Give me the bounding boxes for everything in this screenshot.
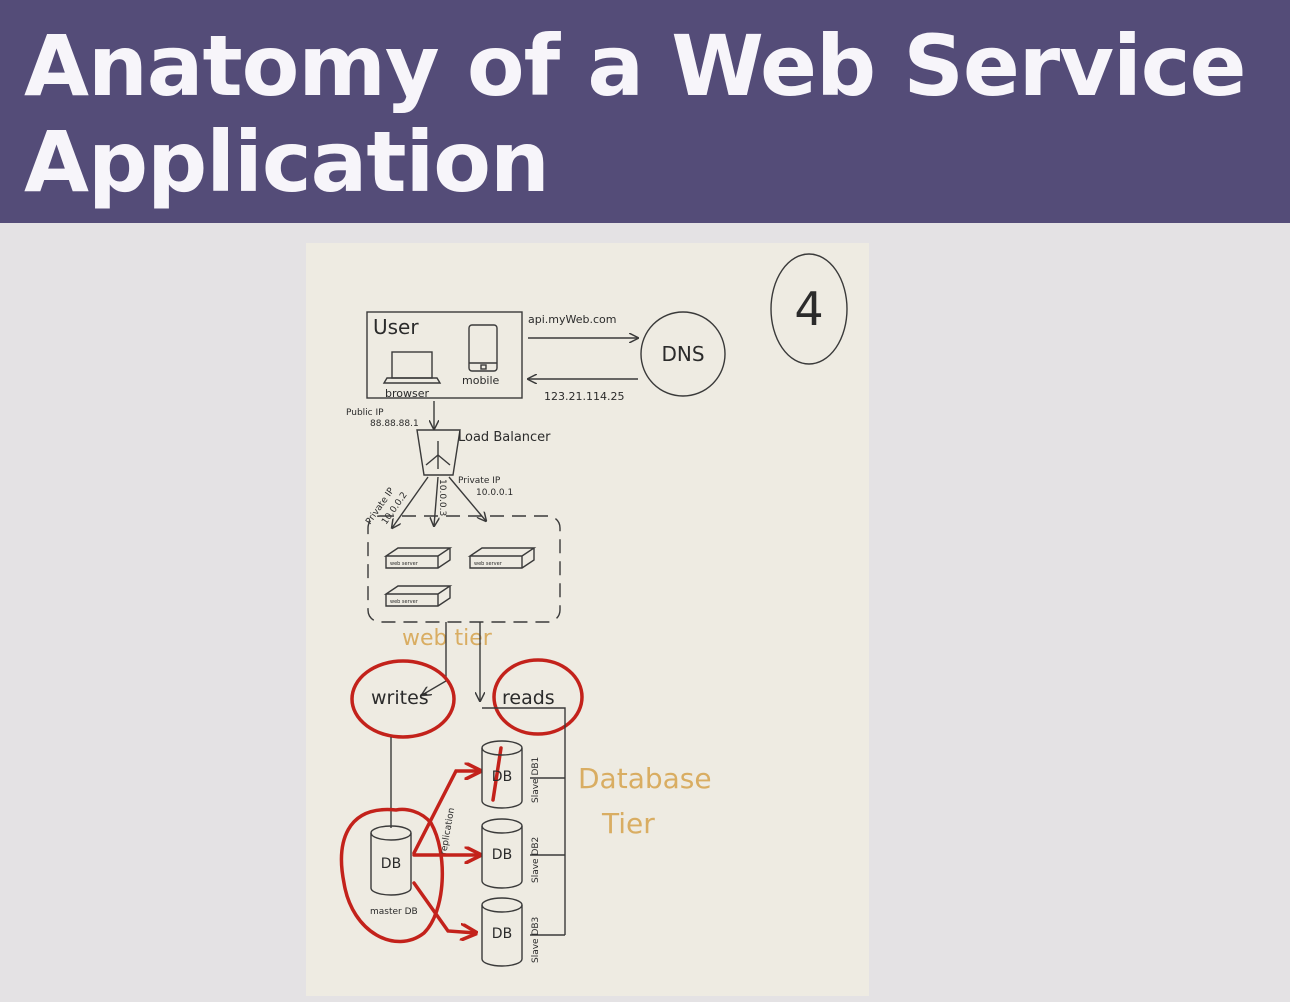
database-tier-label-2: Tier [601, 807, 655, 840]
svg-text:web server: web server [474, 561, 503, 567]
public-ip-label: Public IP [346, 408, 384, 418]
svg-text:web server: web server [390, 599, 419, 605]
writes-label: writes [371, 687, 429, 709]
load-balancer-icon [416, 429, 461, 476]
lb-to-server2-arrow [448, 476, 486, 521]
lb-to-server3-arrow [434, 476, 438, 526]
replication-label: replication [439, 807, 457, 855]
dns-answer-label: 123.21.114.25 [544, 390, 624, 403]
slide-title-line2: Application [24, 113, 550, 211]
slave-db2-cylinder [481, 818, 523, 889]
web-server-3: web server [383, 585, 453, 607]
reads-label: reads [502, 687, 555, 709]
slide-title-line1: Anatomy of a Web Service [24, 17, 1247, 115]
svg-text:web server: web server [390, 561, 419, 567]
user-box [366, 311, 523, 399]
dns-circle [640, 311, 726, 397]
writes-red-circle [350, 659, 456, 739]
slave-db1-label: Slave DB1 [531, 757, 541, 803]
step-number-circle [770, 253, 848, 365]
web-server-2: web server [467, 547, 537, 569]
reads-red-circle [492, 658, 584, 736]
browser-label: browser [385, 387, 429, 400]
slave-db3-text: DB [492, 926, 512, 942]
master-db-text: DB [381, 856, 401, 872]
mobile-label: mobile [462, 374, 500, 387]
web-server-1: web server [383, 547, 453, 569]
public-ip-value: 88.88.88.1 [370, 419, 419, 429]
replication-to-slave3 [412, 881, 476, 933]
reads-bus-line [482, 707, 566, 935]
slide-title-bar: Anatomy of a Web Service Application [0, 0, 1290, 223]
load-balancer-label: Load Balancer [458, 430, 551, 445]
master-db-cylinder [370, 825, 412, 896]
slave-db3-cylinder [481, 897, 523, 967]
slave-db1-cylinder [481, 740, 523, 809]
private-ip-right-label: Private IP [458, 476, 501, 486]
dns-label: DNS [661, 342, 704, 366]
lb-to-server1-arrow [392, 476, 429, 528]
slave-db3-label: Slave DB3 [531, 917, 541, 963]
private-ip-right-value: 10.0.0.1 [476, 488, 513, 498]
slave-db2-label: Slave DB2 [531, 837, 541, 883]
master-db-label: master DB [370, 907, 418, 917]
user-label: User [373, 315, 419, 339]
slave-db2-text: DB [492, 847, 512, 863]
architecture-diagram: 4 User browser mobile DNS api.myWeb.com … [339, 253, 848, 967]
web-tier-label: web tier [402, 626, 493, 651]
diagram-sheet: 4 User browser mobile DNS api.myWeb.com … [306, 243, 869, 996]
replication-to-slave1 [412, 771, 482, 855]
slave-db1-text: DB [492, 769, 512, 785]
dns-query-label: api.myWeb.com [528, 313, 616, 326]
web-tier-box [367, 515, 561, 623]
private-ip-mid-value: 10.0.0.3 [437, 479, 447, 516]
laptop-icon [382, 351, 442, 384]
step-number: 4 [794, 282, 823, 336]
database-tier-label-1: Database [578, 762, 712, 795]
mobile-phone-icon [468, 324, 498, 372]
